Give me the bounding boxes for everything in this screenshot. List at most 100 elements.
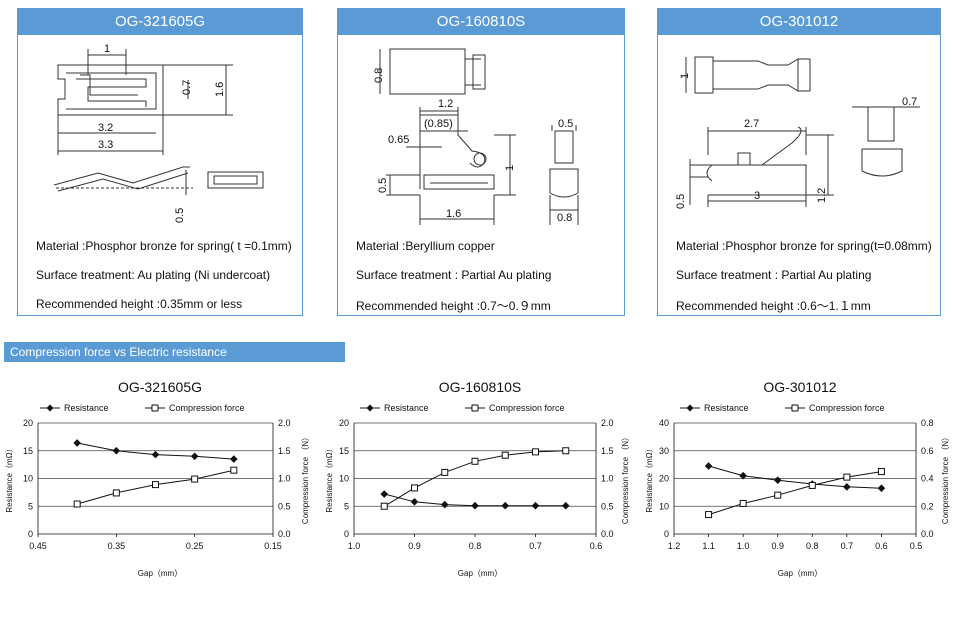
y-tick-label-right: 0.8 xyxy=(921,418,934,428)
y-tick-label-left: 10 xyxy=(23,474,33,484)
data-point-resistance xyxy=(704,462,713,470)
x-tick-label: 0.8 xyxy=(469,541,482,551)
legend-label: Compression force xyxy=(169,403,245,413)
y-tick-label-left: 10 xyxy=(339,474,349,484)
chart-title: OG-160810S xyxy=(439,379,522,395)
dim-label: 3.2 xyxy=(98,122,113,134)
y-tick-label-left: 20 xyxy=(339,418,349,428)
material-spec: Material :Phosphor bronze for spring( t … xyxy=(36,239,292,253)
y-tick-label-right: 0.6 xyxy=(921,446,934,456)
dim-label: 0.5 xyxy=(174,208,186,223)
data-point-compression-force xyxy=(471,457,479,465)
data-point-compression-force xyxy=(230,466,238,474)
product-card-og-321605g: OG-321605G 1 xyxy=(17,8,303,316)
chart-legend: Resistance Compression force xyxy=(680,403,885,413)
surface-treatment-spec: Surface treatment : Partial Au plating xyxy=(676,268,872,282)
y-tick-label-right: 0.5 xyxy=(278,501,291,511)
material-spec: Material :Phosphor bronze for spring(t=0… xyxy=(676,239,932,253)
data-point-compression-force xyxy=(152,481,159,489)
x-tick-label: 0.6 xyxy=(875,541,888,551)
dim-label: 0.5 xyxy=(675,194,687,209)
y-tick-label-right: 1.5 xyxy=(601,446,614,456)
x-tick-label: 0.6 xyxy=(590,541,603,551)
data-point-resistance xyxy=(773,476,782,484)
surface-treatment-spec: Surface treatment: Au plating (Ni underc… xyxy=(36,268,271,282)
dim-label: 0.5 xyxy=(558,118,573,130)
data-point-resistance xyxy=(190,452,199,461)
legend-label: Compression force xyxy=(489,403,565,413)
y-tick-label-right: 0.4 xyxy=(921,474,934,484)
drawing-og-301012: 1 2.7 0.7 0.5 3 1.2 xyxy=(675,56,920,209)
x-tick-label: 0.7 xyxy=(841,541,854,551)
data-point-resistance xyxy=(440,500,449,509)
dim-label: 0.5 xyxy=(377,178,389,193)
legend-marker-diamond xyxy=(366,404,374,412)
data-point-compression-force xyxy=(411,484,418,492)
y-tick-label-left: 30 xyxy=(659,446,669,456)
x-tick-label: 0.15 xyxy=(264,541,282,551)
legend-marker-diamond xyxy=(686,404,694,412)
series-line xyxy=(708,471,882,516)
y-tick-label-left: 20 xyxy=(23,418,33,428)
y-tick-label-left: 15 xyxy=(339,446,349,456)
data-point-resistance xyxy=(471,501,479,510)
product-card-og-160810s: OG-160810S xyxy=(337,8,625,316)
legend-marker-diamond xyxy=(46,404,54,412)
x-tick-label: 0.5 xyxy=(910,541,923,551)
legend-label: Resistance xyxy=(384,403,429,413)
data-point-compression-force xyxy=(112,489,120,497)
x-tick-label: 0.9 xyxy=(771,541,784,551)
y-tick-label-right: 2.0 xyxy=(278,418,291,428)
data-point-resistance xyxy=(739,471,747,480)
x-tick-label: 1.1 xyxy=(702,541,715,551)
chart-legend: Resistance Compression force xyxy=(360,403,565,413)
y-axis-label-left: Resistance（mΩ） xyxy=(645,444,654,512)
x-axis-label: Gap（mm） xyxy=(778,569,822,578)
data-point-compression-force xyxy=(808,481,816,489)
y-tick-label-left: 40 xyxy=(659,418,669,428)
chart-title: OG-321605G xyxy=(118,379,202,395)
data-point-resistance xyxy=(112,446,121,455)
dim-label: 0.65 xyxy=(388,134,409,146)
drawing-og-160810s: 0.8 1.2 (0.85) 0.65 0.5 1 1.6 0.5 0.8 xyxy=(373,48,579,225)
y-tick-label-left: 15 xyxy=(23,446,33,456)
dim-label: 1.6 xyxy=(214,82,226,97)
recommended-height-spec: Recommended height :0.35mm or less xyxy=(36,297,243,311)
recommended-height-spec: Recommended height :0.7〜0.９mm xyxy=(356,299,551,313)
data-point-resistance xyxy=(151,450,160,459)
dim-label: (0.85) xyxy=(424,118,453,130)
x-tick-label: 0.35 xyxy=(108,541,126,551)
data-point-compression-force xyxy=(501,451,509,459)
legend-marker-square xyxy=(151,404,159,412)
dim-label: 3 xyxy=(754,190,760,202)
data-point-resistance xyxy=(73,439,81,447)
data-point-resistance xyxy=(843,483,851,491)
data-point-compression-force xyxy=(380,502,388,510)
data-point-resistance xyxy=(410,498,419,506)
dim-label: 1.6 xyxy=(446,208,461,220)
data-point-compression-force xyxy=(739,499,747,507)
legend-label: Resistance xyxy=(704,403,749,413)
x-tick-label: 0.8 xyxy=(806,541,819,551)
data-point-resistance xyxy=(561,501,570,510)
product-title: OG-160810S xyxy=(338,9,624,35)
data-point-resistance xyxy=(501,501,510,510)
dim-label: 1 xyxy=(504,165,516,171)
y-axis-label-right: Compression force （N） xyxy=(621,433,630,524)
x-tick-label: 0.45 xyxy=(29,541,47,551)
product-title: OG-321605G xyxy=(18,9,302,35)
series-line xyxy=(708,465,882,489)
data-point-resistance xyxy=(380,490,389,498)
data-point-compression-force xyxy=(774,491,782,499)
dim-label: 0.8 xyxy=(557,212,572,224)
y-axis-label-left: Resistance（mΩ） xyxy=(325,444,334,512)
data-point-compression-force xyxy=(441,468,449,476)
dim-label: 1.2 xyxy=(816,188,828,203)
x-tick-label: 1.2 xyxy=(668,541,681,551)
legend-label: Compression force xyxy=(809,403,885,413)
y-tick-label-left: 0 xyxy=(344,529,349,539)
data-point-compression-force xyxy=(73,500,81,508)
surface-treatment-spec: Surface treatment : Partial Au plating xyxy=(356,268,552,282)
